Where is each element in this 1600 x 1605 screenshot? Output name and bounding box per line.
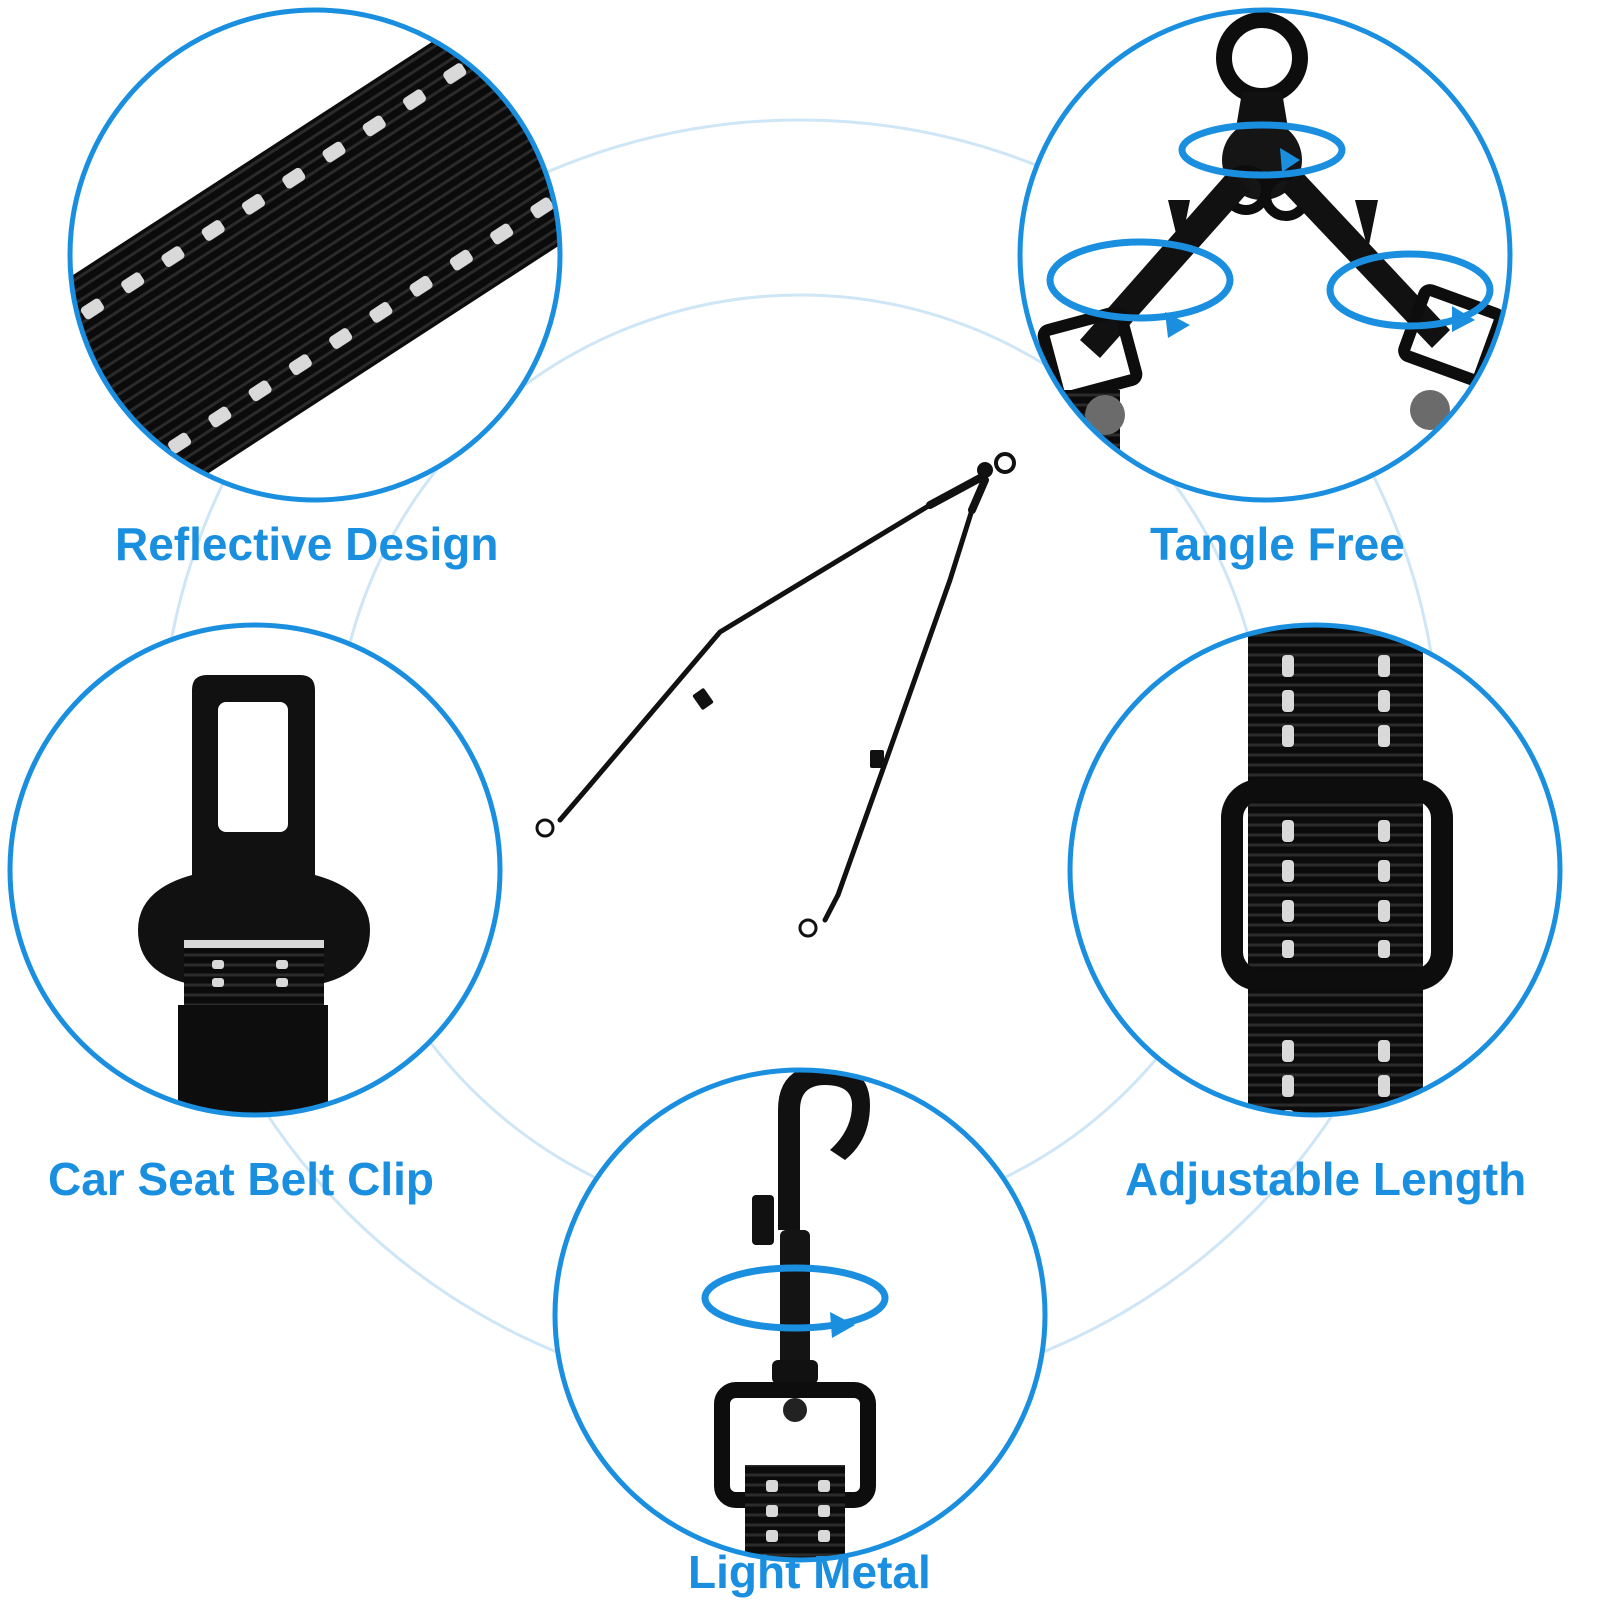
rotation-arrow-icon [701,1264,889,1338]
label-adjustable-length: Adjustable Length [1125,1153,1526,1205]
rotation-arrow-icon [1046,121,1494,338]
adjuster-slider-icon [1067,622,1563,1118]
snap-hook-icon [552,1067,1048,1563]
label-tangle-free: Tangle Free [1150,518,1405,570]
reflective-strap-icon [67,7,563,503]
label-light-metal: Light Metal [688,1546,931,1598]
feature-labels: Reflective Design Tangle Free Car Seat B… [48,518,1526,1598]
swivel-splitter-icon [1017,7,1513,503]
seat-belt-buckle-icon [7,622,503,1118]
coupler-leash-icon [535,452,1016,938]
label-reflective-design: Reflective Design [115,518,498,570]
label-car-seat-belt-clip: Car Seat Belt Clip [48,1153,434,1205]
